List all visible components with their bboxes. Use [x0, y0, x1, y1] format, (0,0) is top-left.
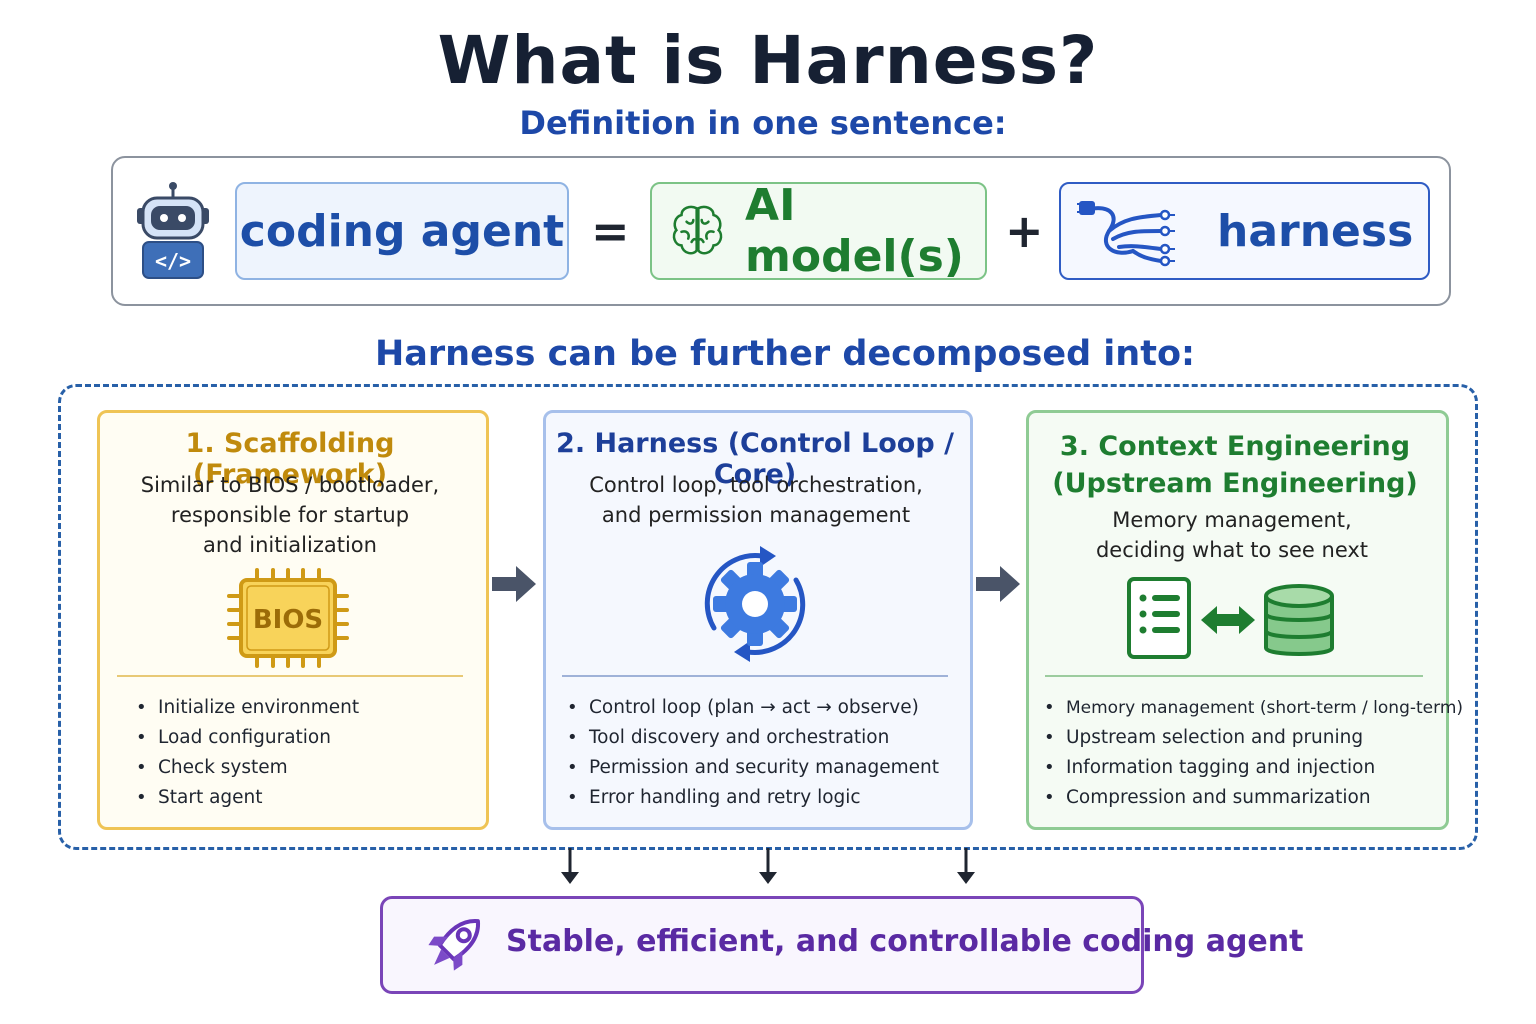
harness-box: harness: [1059, 182, 1430, 280]
chip-icon: BIOS: [227, 568, 349, 668]
list-item: Start agent: [136, 783, 359, 813]
arrow-down-icon: [561, 848, 579, 884]
list-item: Initialize environment: [136, 693, 359, 723]
scaffolding-desc-line: Similar to BIOS / bootloader,: [140, 473, 440, 497]
robot-icon: </>: [137, 182, 209, 279]
scaffolding-title: 1. Scaffolding (Framework): [185, 428, 395, 490]
equals-operator: =: [591, 204, 630, 258]
scaffolding-desc-line: and initialization: [203, 533, 377, 557]
result-box: [380, 896, 1144, 994]
coding-agent-box: coding agent: [235, 182, 569, 280]
page-title: What is Harness?: [437, 22, 1099, 99]
context-engineering-description: Memory management, deciding what to see …: [1030, 505, 1434, 565]
database-icon: [1264, 584, 1334, 656]
context-engineering-points: Memory management (short-term / long-ter…: [1044, 693, 1463, 813]
brain-icon: [672, 205, 723, 255]
arrow-down-icon: [759, 848, 777, 884]
arrow-right-icon: [976, 566, 1020, 602]
definition-subtitle: Definition in one sentence:: [519, 104, 1007, 142]
context-title-line: 3. Context Engineering: [1059, 431, 1411, 462]
list-item: Permission and security management: [567, 753, 939, 783]
bios-chip-label: BIOS: [253, 605, 323, 635]
harness-core-points: Control loop (plan → act → observe) Tool…: [567, 693, 939, 813]
plus-operator: +: [1005, 204, 1044, 258]
list-item: Control loop (plan → act → observe): [567, 693, 939, 723]
list-item: Upstream selection and pruning: [1044, 723, 1463, 753]
coding-agent-label: coding agent: [239, 205, 565, 257]
arrow-down-icon: [957, 848, 975, 884]
context-desc-line: Memory management,: [1112, 508, 1352, 532]
list-item: Error handling and retry logic: [567, 783, 939, 813]
harness-desc-line: Control loop, tool orchestration,: [589, 473, 923, 497]
scaffolding-description: Similar to BIOS / bootloader, responsibl…: [100, 470, 480, 560]
scaffolding-desc-line: responsible for startup: [170, 503, 410, 527]
scaffolding-points: Initialize environment Load configuratio…: [136, 693, 359, 813]
context-desc-line: deciding what to see next: [1095, 538, 1369, 562]
document-list-icon: [1127, 577, 1191, 659]
list-item: Compression and summarization: [1044, 783, 1463, 813]
decomposition-heading: Harness can be further decomposed into:: [374, 334, 1195, 374]
list-item: Check system: [136, 753, 359, 783]
rocket-icon: [428, 919, 480, 971]
list-item: Tool discovery and orchestration: [567, 723, 939, 753]
list-item: Memory management (short-term / long-ter…: [1044, 693, 1463, 723]
ai-models-label: AI model(s): [745, 180, 964, 282]
context-engineering-title: 3. Context Engineering (Upstream Enginee…: [1030, 428, 1440, 502]
result-text: Stable, efficient, and controllable codi…: [506, 924, 1304, 959]
harness-core-divider: [562, 675, 948, 677]
arrow-right-icon: [492, 566, 536, 602]
list-item: Information tagging and injection: [1044, 753, 1463, 783]
harness-desc-line: and permission management: [601, 503, 911, 527]
ai-models-box: AI model(s): [650, 180, 987, 282]
context-engineering-divider: [1045, 675, 1423, 677]
list-item: Load configuration: [136, 723, 359, 753]
harness-core-description: Control loop, tool orchestration, and pe…: [546, 470, 966, 530]
harness-core-title: 2. Harness (Control Loop / Core): [556, 428, 954, 490]
harness-label: harness: [1217, 205, 1414, 257]
gear-cycle-icon: [704, 546, 806, 662]
cable-icon: [1077, 201, 1175, 267]
double-arrow-icon: [1201, 606, 1255, 634]
agent-code-glyph: </>: [155, 249, 191, 273]
scaffolding-divider: [117, 675, 463, 677]
context-title-line: (Upstream Engineering): [1052, 468, 1418, 499]
